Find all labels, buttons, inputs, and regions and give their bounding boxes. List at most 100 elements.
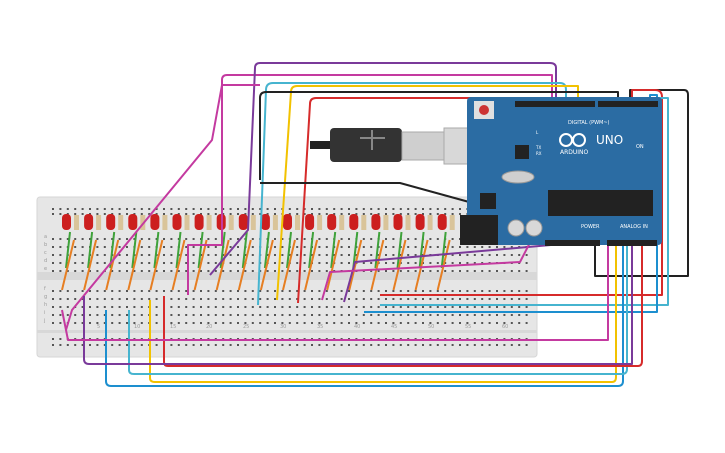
breadboard-hole (348, 298, 350, 300)
ground-jumper[interactable] (241, 231, 248, 269)
breadboard-hole (111, 298, 114, 300)
resistor[interactable] (317, 215, 323, 230)
led[interactable] (238, 214, 248, 230)
signal-jumper[interactable] (348, 239, 363, 291)
wire-yellow-bottom[interactable] (149, 245, 617, 383)
signal-jumper[interactable] (414, 239, 429, 291)
led[interactable] (106, 214, 116, 230)
led[interactable] (349, 214, 359, 230)
led[interactable] (260, 214, 270, 230)
ground-jumper[interactable] (308, 231, 315, 269)
resistor[interactable] (74, 215, 79, 230)
led[interactable] (327, 214, 337, 230)
wire-cyan-bottom[interactable] (128, 245, 628, 375)
ground-jumper[interactable] (197, 231, 204, 269)
wire-red-right[interactable] (380, 89, 663, 296)
led[interactable] (194, 214, 204, 230)
led-array[interactable] (61, 214, 455, 291)
signal-jumper[interactable] (304, 239, 319, 291)
ground-jumper[interactable] (87, 231, 94, 269)
signal-jumper[interactable] (215, 239, 230, 291)
signal-jumper[interactable] (149, 239, 164, 291)
breadboard-hole (451, 306, 454, 308)
wires[interactable] (61, 62, 689, 387)
signal-jumper[interactable] (436, 239, 451, 291)
led[interactable] (393, 214, 403, 230)
breadboard-hole (340, 298, 343, 300)
resistor[interactable] (427, 215, 433, 230)
wire-magenta-bottom[interactable] (61, 245, 609, 341)
wire-black[interactable] (259, 89, 689, 277)
led[interactable] (415, 214, 425, 230)
resistor[interactable] (405, 215, 411, 230)
ground-jumper[interactable] (175, 231, 182, 269)
model-label: UNO (596, 133, 623, 147)
wire-magenta-2[interactable] (65, 84, 260, 331)
power-jack[interactable] (460, 215, 498, 245)
resistor[interactable] (272, 215, 278, 230)
signal-jumper[interactable] (392, 239, 407, 291)
signal-jumper[interactable] (83, 239, 98, 291)
signal-jumper[interactable] (370, 239, 385, 291)
breadboard-hole (170, 262, 173, 264)
resistor[interactable] (118, 215, 124, 230)
wire-red-top[interactable] (297, 97, 581, 304)
breadboard-hole (414, 213, 417, 215)
led[interactable] (437, 214, 447, 230)
resistor[interactable] (449, 215, 455, 230)
arduino-uno[interactable]: DIGITAL (PWM~) ARDUINO UNO ON TX RX L PO… (460, 97, 662, 246)
led[interactable] (128, 214, 138, 230)
wire-blue-bottom[interactable] (105, 245, 624, 387)
resistor[interactable] (162, 215, 168, 230)
ground-jumper[interactable] (286, 231, 292, 269)
ground-jumper[interactable] (396, 231, 403, 269)
wire-purple-bottom[interactable] (83, 245, 633, 365)
usb-cable[interactable] (310, 127, 495, 165)
wire-magenta[interactable] (187, 74, 553, 295)
ground-jumper[interactable] (374, 231, 381, 269)
led[interactable] (62, 214, 71, 230)
breadboard-row-labels: a b c d e f g h i j (43, 234, 47, 324)
ground-jumper[interactable] (440, 231, 447, 269)
signal-jumper[interactable] (61, 239, 75, 291)
resistor[interactable] (361, 215, 367, 230)
signal-jumper[interactable] (259, 239, 274, 291)
led[interactable] (283, 214, 292, 230)
signal-jumper[interactable] (171, 239, 186, 291)
wire-cyan[interactable] (257, 82, 567, 306)
ground-jumper[interactable] (65, 231, 71, 269)
led[interactable] (84, 214, 94, 230)
led[interactable] (172, 214, 182, 230)
resistor[interactable] (96, 215, 102, 230)
signal-jumper[interactable] (237, 239, 252, 291)
resistor[interactable] (228, 215, 234, 230)
breadboard-hole (333, 298, 336, 300)
ground-jumper[interactable] (153, 231, 160, 269)
resistor[interactable] (295, 215, 300, 230)
signal-jumper[interactable] (193, 239, 208, 291)
led[interactable] (305, 214, 315, 230)
l-label: L (536, 130, 539, 135)
breadboard-hole (81, 262, 84, 264)
breadboard-hole (348, 208, 350, 210)
resistor[interactable] (383, 215, 389, 230)
wire-black-power[interactable] (260, 182, 481, 206)
signal-jumper[interactable] (326, 239, 341, 291)
ground-jumper[interactable] (131, 231, 138, 269)
led[interactable] (371, 214, 381, 230)
ground-jumper[interactable] (263, 231, 270, 269)
signal-jumper[interactable] (282, 239, 296, 291)
resistor[interactable] (206, 215, 212, 230)
breadboard-hole (377, 208, 380, 210)
breadboard-hole (518, 298, 521, 300)
wire-purple[interactable] (209, 62, 557, 276)
resistor[interactable] (339, 215, 345, 230)
ground-jumper[interactable] (418, 231, 425, 269)
resistor[interactable] (184, 215, 190, 230)
led[interactable] (150, 214, 160, 230)
breadboard-hole (466, 254, 469, 256)
signal-jumper[interactable] (127, 239, 142, 291)
ground-jumper[interactable] (330, 231, 337, 269)
resistor[interactable] (250, 215, 256, 230)
signal-jumper[interactable] (105, 239, 120, 291)
